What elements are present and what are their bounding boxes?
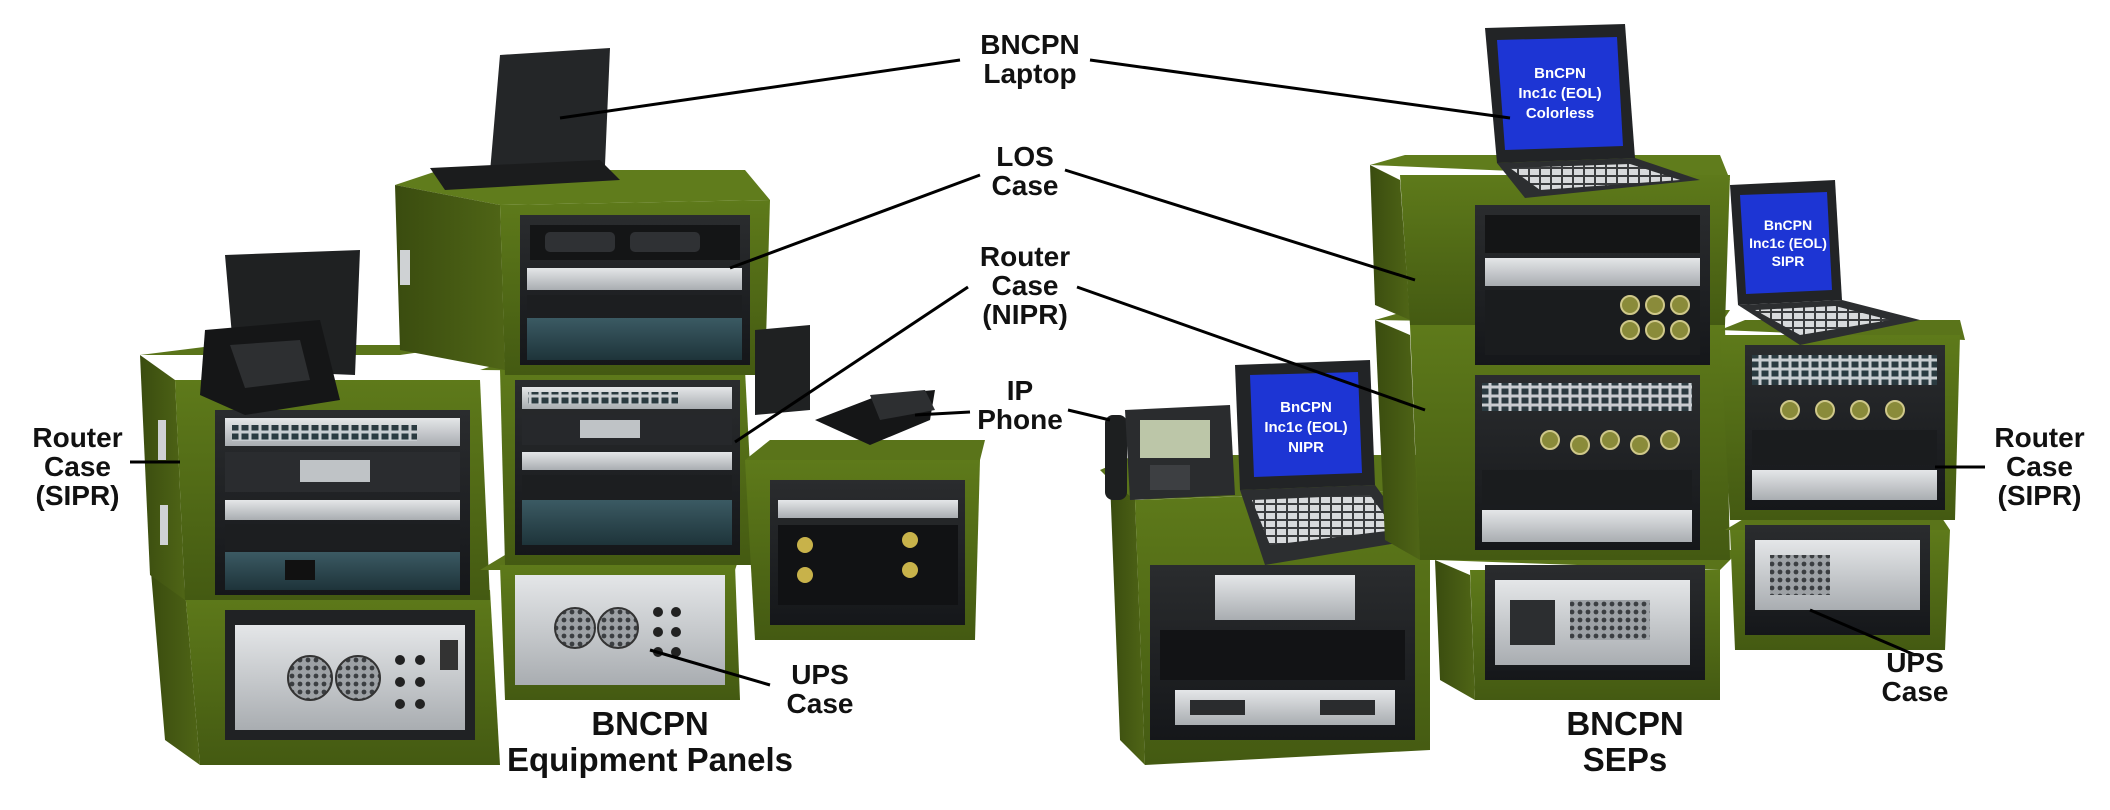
router-case-sipr-right: [1720, 320, 1965, 520]
ups-case-left-bottom: [150, 560, 500, 765]
label-ups-case-left: UPS Case: [770, 660, 870, 718]
leader-los-left: [729, 173, 981, 270]
small-case-ip-phone: [745, 440, 985, 640]
leader-los-right: [1064, 168, 1416, 282]
leader-laptop-left: [559, 58, 961, 120]
ups-case-right: [1725, 515, 1950, 650]
label-ip-phone: IP Phone: [965, 376, 1075, 434]
leader-ip-phone: [914, 410, 971, 417]
leader-lines: [130, 58, 1985, 687]
leader-router-nipr-left: [734, 285, 969, 444]
screen-sipr-line-3: SIPR: [1772, 253, 1805, 269]
label-ups-left-line-1: UPS: [791, 659, 849, 690]
laptop-colorless: [1485, 24, 1700, 198]
leader-ups-right: [1809, 608, 1916, 657]
screen-nipr-line-2: Inc1c (EOL): [1264, 419, 1347, 436]
label-ups-right-line-2: Case: [1881, 676, 1949, 708]
screen-sipr-line-2: Inc1c (EOL): [1749, 235, 1827, 251]
label-router-sipr-right-line-2: Case: [2006, 451, 2073, 483]
label-equipment-panels-line-1: BNCPN: [591, 705, 709, 742]
label-ip-phone-line-2: Phone: [977, 404, 1063, 436]
label-router-sipr-left-line-1: Router: [32, 422, 123, 453]
ups-case-right-center: [1435, 550, 1740, 700]
label-router-sipr-right-line-3: (SIPR): [1997, 480, 2082, 512]
screen-colorless-line-3: Colorless: [1526, 105, 1594, 122]
label-router-nipr-line-2: Case: [991, 270, 1059, 302]
label-los-case-line-1: LOS: [996, 141, 1054, 172]
label-router-sipr-left-line-2: Case: [44, 451, 111, 483]
label-equipment-panels-line-2: Equipment Panels: [506, 740, 794, 778]
laptop-sipr: [1730, 180, 1920, 345]
label-bncpn-laptop-line-2: Laptop: [983, 58, 1077, 90]
label-seps-line-2: SEPs: [1582, 740, 1668, 778]
laptop-nipr: [1235, 360, 1415, 565]
label-ups-right-line-1: UPS: [1886, 647, 1944, 678]
label-router-sipr-right-line-1: Router: [1994, 422, 2085, 453]
screen-colorless-line-1: BnCPN: [1534, 65, 1586, 82]
leader-ups-left: [649, 648, 771, 687]
los-case-left: [395, 170, 770, 375]
label-bncpn-seps: BNCPN SEPs: [1545, 706, 1705, 777]
label-los-case: LOS Case: [970, 142, 1080, 200]
leader-ip-phone-right: [1067, 408, 1111, 422]
router-case-sipr-left: [140, 345, 490, 600]
screen-nipr-line-3: NIPR: [1288, 439, 1324, 456]
label-router-nipr-line-3: (NIPR): [982, 299, 1068, 331]
label-los-case-line-2: Case: [991, 170, 1059, 202]
label-router-case-sipr-right: Router Case (SIPR): [1982, 423, 2097, 510]
screen-sipr-line-1: BnCPN: [1764, 217, 1812, 233]
label-router-nipr-line-1: Router: [979, 241, 1071, 272]
sep-router-case-center: [1375, 310, 1730, 560]
label-bncpn-equipment-panels: BNCPN Equipment Panels: [490, 706, 810, 777]
leader-laptop-right: [1089, 58, 1511, 120]
label-ups-left-line-2: Case: [786, 688, 854, 720]
label-bncpn-laptop-line-1: BNCPN: [980, 29, 1080, 60]
screen-text-colorless: BnCPN Inc1c (EOL) Colorless: [1518, 65, 1601, 122]
label-ip-phone-line-1: IP: [1006, 375, 1034, 406]
desk-phone: [1105, 405, 1235, 500]
laptop-left: [430, 48, 620, 190]
ups-case-left-middle: [480, 555, 740, 700]
label-router-sipr-left-line-3: (SIPR): [35, 480, 120, 512]
label-ups-case-right: UPS Case: [1865, 648, 1965, 706]
leader-router-nipr-right: [1076, 285, 1426, 412]
screen-text-nipr: BnCPN Inc1c (EOL) NIPR: [1264, 399, 1347, 456]
screen-text-sipr: BnCPN Inc1c (EOL) SIPR: [1749, 217, 1827, 269]
label-seps-line-1: BNCPN: [1566, 705, 1684, 742]
label-router-case-nipr: Router Case (NIPR): [960, 242, 1090, 329]
screen-nipr-line-1: BnCPN: [1280, 399, 1332, 416]
router-case-nipr: [480, 360, 760, 565]
screen-colorless-line-2: Inc1c (EOL): [1518, 85, 1601, 102]
ip-phone-left: [200, 250, 360, 415]
label-router-case-sipr-left: Router Case (SIPR): [20, 423, 135, 510]
label-bncpn-laptop: BNCPN Laptop: [955, 30, 1105, 88]
ip-phone-center: [755, 325, 935, 445]
